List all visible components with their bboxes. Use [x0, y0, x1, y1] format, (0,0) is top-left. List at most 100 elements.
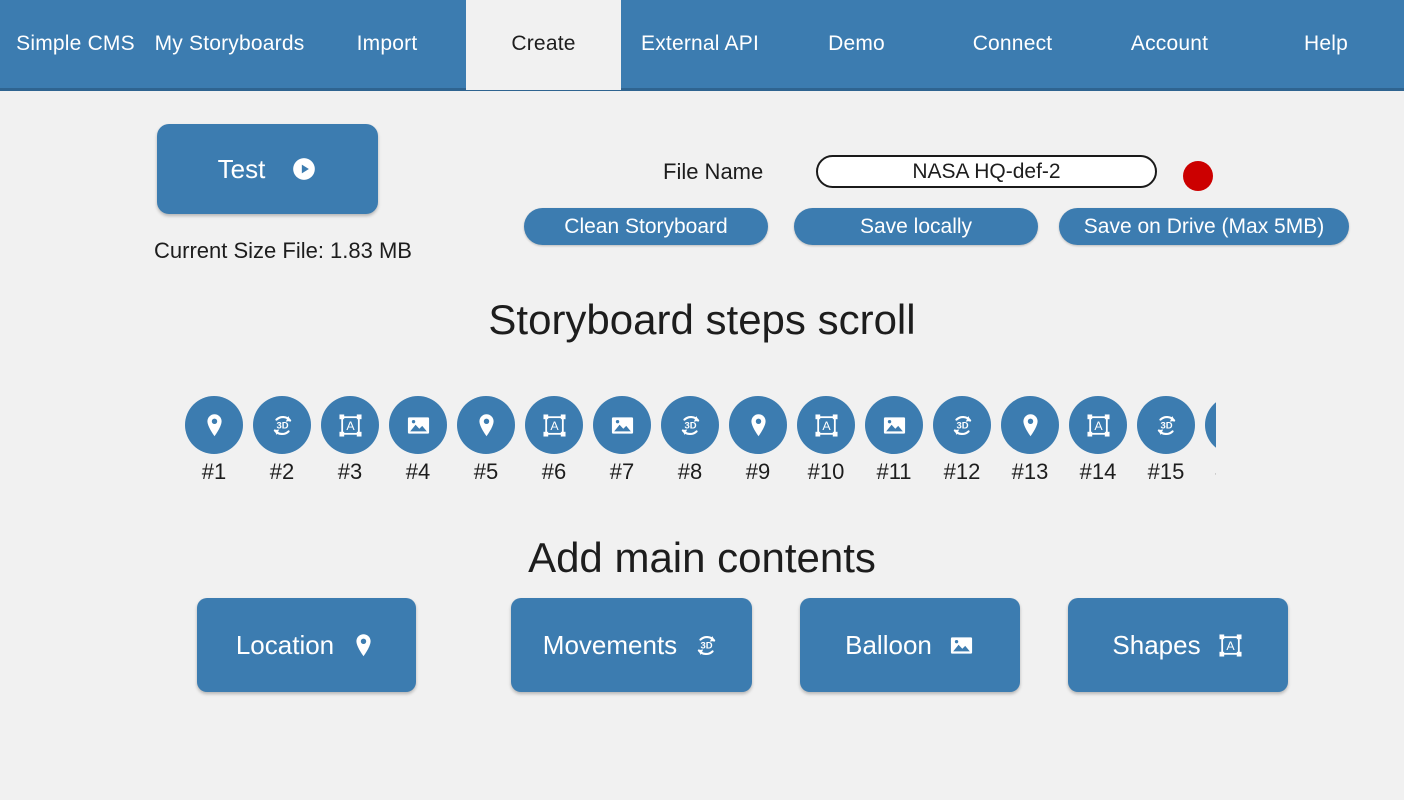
test-button-label: Test [217, 153, 266, 184]
image-icon [609, 412, 636, 439]
storyboard-step[interactable]: 3D #8 [661, 396, 719, 485]
save-on-drive-button[interactable]: Save on Drive (Max 5MB) [1059, 208, 1349, 245]
step-label: #9 [745, 459, 771, 484]
storyboard-step[interactable]: #9 [729, 396, 787, 485]
step-circle[interactable] [729, 396, 787, 454]
storyboard-step[interactable]: #13 [1001, 396, 1059, 485]
step-circle[interactable] [593, 396, 651, 454]
step-label: #8 [677, 459, 703, 484]
add-balloon-button[interactable]: Balloon [800, 598, 1020, 692]
storyboard-steps-scroll[interactable]: #1 3D#2 A #3 #4 #5 A #6 #7 3D #8 #9 A #10 #11 3D #12 #13 A… [185, 396, 1216, 496]
step-label: #13 [1011, 459, 1049, 484]
save-locally-button[interactable]: Save locally [794, 208, 1038, 245]
step-label: #10 [807, 459, 845, 484]
shape-text-icon: A [1085, 412, 1112, 439]
step-label: #14 [1079, 459, 1117, 484]
step-circle[interactable]: 3D [661, 396, 719, 454]
nav-item-external-api[interactable]: External API [641, 32, 759, 55]
step-label: #5 [473, 459, 499, 484]
location-pin-icon [473, 412, 500, 439]
storyboard-step[interactable]: 3D#15 [1137, 396, 1195, 485]
storyboard-step[interactable]: A #6 [525, 396, 583, 485]
storyboard-step[interactable]: #4 [389, 396, 447, 485]
step-circle[interactable]: 3D [933, 396, 991, 454]
step-circle[interactable] [389, 396, 447, 454]
clean-storyboard-label: Clean Storyboard [564, 214, 728, 238]
step-circle[interactable]: 3D [253, 396, 311, 454]
svg-text:A: A [1094, 419, 1103, 433]
step-circle[interactable] [865, 396, 923, 454]
nav-item-demo[interactable]: Demo [828, 32, 885, 55]
add-shapes-button[interactable]: Shapes A [1068, 598, 1288, 692]
svg-text:3D: 3D [701, 640, 713, 651]
storyboard-step[interactable]: 3D #12 [933, 396, 991, 485]
rotate-3d-icon: 3D [693, 632, 720, 659]
svg-text:A: A [822, 419, 831, 433]
add-shapes-label: Shapes [1112, 629, 1201, 660]
svg-text:3D: 3D [956, 420, 968, 431]
step-label: #11 [876, 459, 912, 484]
storyboard-step[interactable]: A #3 [321, 396, 379, 485]
step-label: #6 [541, 459, 567, 484]
storyboard-step[interactable]: #16 [1205, 396, 1216, 485]
file-name-input[interactable] [816, 155, 1157, 188]
play-circle-icon [291, 156, 317, 182]
file-name-label: File Name [663, 159, 764, 184]
add-movements-button[interactable]: Movements 3D [511, 598, 752, 692]
nav-item-simple-cms[interactable]: Simple CMS [16, 32, 135, 55]
svg-text:A: A [346, 419, 355, 433]
add-location-button[interactable]: Location [197, 598, 416, 692]
shape-text-icon: A [541, 412, 568, 439]
storyboard-steps-heading: Storyboard steps scroll [488, 296, 916, 343]
main-navigation: Simple CMS My Storyboards Import Create Exte… [0, 0, 1404, 91]
shape-text-icon: A [813, 412, 840, 439]
step-circle[interactable] [1205, 396, 1216, 454]
storyboard-step[interactable]: A #14 [1069, 396, 1127, 485]
save-locally-label: Save locally [859, 214, 973, 238]
step-circle[interactable]: 3D [1137, 396, 1195, 454]
rotate-3d-icon: 3D [269, 412, 296, 439]
location-pin-icon [201, 412, 228, 439]
location-pin-icon [745, 412, 772, 439]
nav-item-help[interactable]: Help [1304, 32, 1348, 55]
storyboard-step[interactable]: #1 [185, 396, 243, 485]
shape-text-icon: A [1217, 632, 1244, 659]
current-file-size: Current Size File: 1.83 MB [154, 238, 412, 263]
step-circle[interactable] [185, 396, 243, 454]
nav-item-connect[interactable]: Connect [972, 32, 1053, 55]
step-circle[interactable]: A [525, 396, 583, 454]
nav-item-create[interactable]: Create [466, 0, 621, 90]
step-label: #4 [405, 459, 431, 484]
test-button[interactable]: Test [157, 124, 378, 214]
storyboard-step[interactable]: 3D#2 [253, 396, 311, 485]
storyboard-step[interactable]: #11 [865, 396, 923, 485]
add-location-label: Location [235, 629, 335, 660]
record-status-indicator [1183, 161, 1213, 191]
svg-text:A: A [550, 419, 559, 433]
svg-text:3D: 3D [276, 420, 288, 431]
rotate-3d-icon: 3D [1153, 412, 1180, 439]
step-circle[interactable] [1001, 396, 1059, 454]
save-on-drive-label: Save on Drive (Max 5MB) [1083, 214, 1325, 238]
storyboard-step[interactable]: A #10 [797, 396, 855, 485]
step-label: #12 [943, 459, 981, 484]
step-circle[interactable] [457, 396, 515, 454]
storyboard-step[interactable]: #5 [457, 396, 515, 485]
add-movements-label: Movements [542, 629, 678, 660]
rotate-3d-icon: 3D [677, 412, 704, 439]
storyboard-step[interactable]: #7 [593, 396, 651, 485]
nav-item-account[interactable]: Account [1130, 32, 1209, 55]
nav-item-my-storyboards[interactable]: My Storyboards [154, 32, 305, 55]
step-circle[interactable]: A [1069, 396, 1127, 454]
step-circle[interactable]: A [797, 396, 855, 454]
step-label: #1 [201, 459, 227, 484]
svg-text:A: A [1226, 639, 1235, 653]
clean-storyboard-button[interactable]: Clean Storyboard [524, 208, 768, 245]
svg-text:3D: 3D [1160, 420, 1172, 431]
step-circle[interactable]: A [321, 396, 379, 454]
add-balloon-label: Balloon [845, 629, 932, 660]
add-main-contents-heading: Add main contents [528, 534, 876, 581]
step-label: #3 [337, 459, 363, 484]
nav-item-import[interactable]: Import [356, 32, 418, 55]
svg-text:3D: 3D [684, 420, 696, 431]
